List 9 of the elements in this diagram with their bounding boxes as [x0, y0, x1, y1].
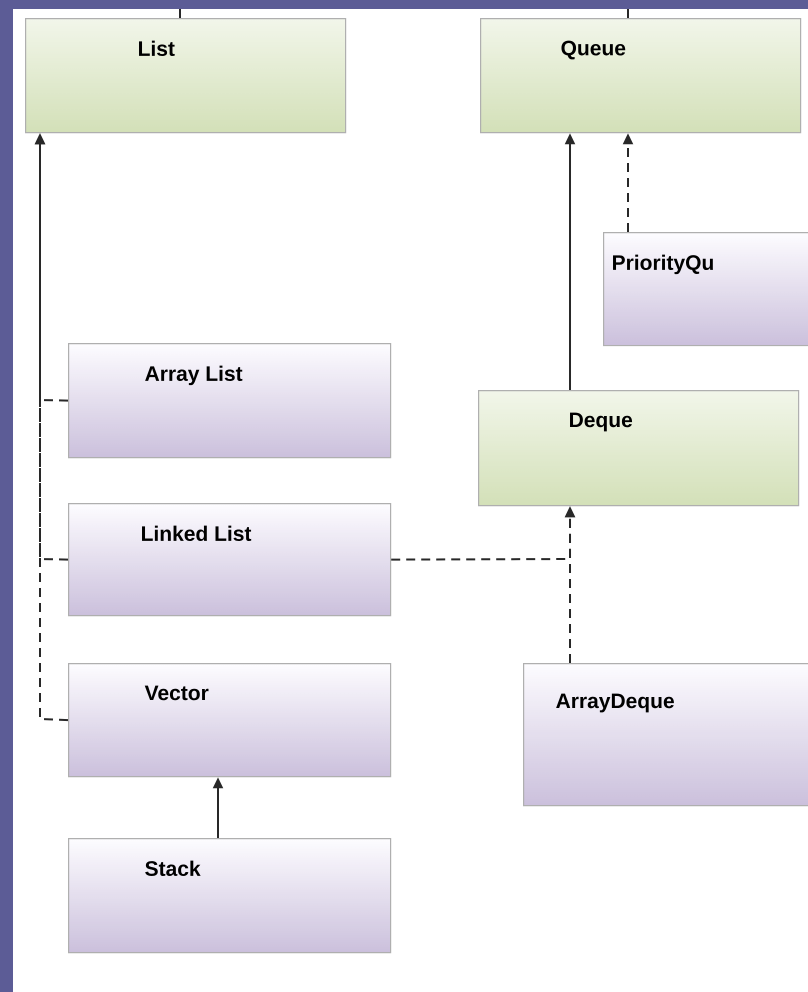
class-box: Stack	[68, 838, 392, 954]
class-box: ArrayDeque	[523, 663, 808, 806]
class-box: Linked List	[68, 503, 392, 616]
class-box: Array List	[68, 343, 392, 458]
class-box: Queue	[480, 18, 802, 134]
class-box: Deque	[478, 390, 800, 506]
class-box: Vector	[68, 663, 392, 778]
class-box: List	[25, 18, 346, 134]
class-box: PriorityQu	[603, 232, 808, 346]
